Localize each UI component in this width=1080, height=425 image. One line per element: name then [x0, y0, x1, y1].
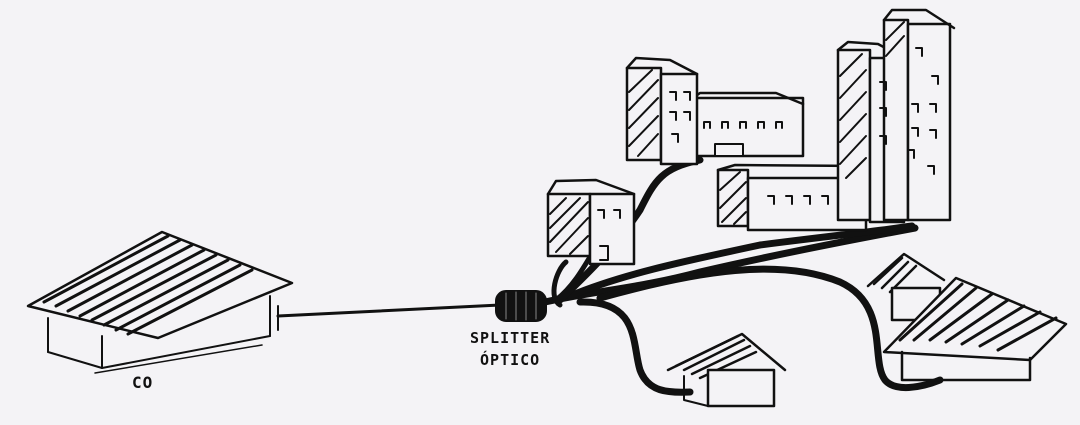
optical-splitter	[495, 290, 547, 322]
co-label: CO	[132, 373, 154, 392]
splitter-label: SPLITTER ÓPTICO	[470, 327, 550, 371]
building-midrise-annex	[625, 56, 805, 166]
building-small-block	[546, 178, 636, 266]
distribution-cables	[541, 156, 944, 396]
house-bottom-center	[666, 332, 787, 408]
house-right-large	[882, 276, 1068, 382]
splitter-label-line1: SPLITTER	[470, 329, 551, 347]
building-towers	[836, 8, 956, 224]
feeder-fiber	[276, 303, 502, 331]
central-office-building	[26, 230, 294, 374]
splitter-label-line2: ÓPTICO	[480, 351, 541, 369]
